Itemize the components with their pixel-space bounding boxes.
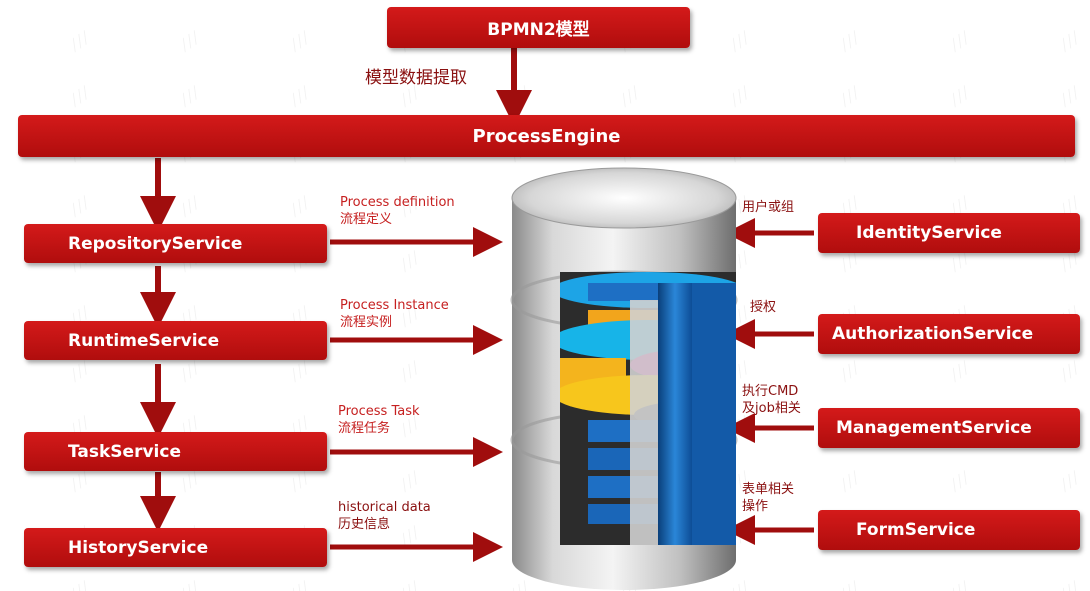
management-desc-1: 执行CMD — [742, 384, 799, 399]
database-cylinder-icon — [510, 167, 738, 590]
form-service-box: FormService — [818, 510, 1080, 550]
management-service-label: ManagementService — [836, 418, 1032, 438]
history-service-box: HistoryService — [24, 528, 327, 567]
identity-desc: 用户或组 — [742, 200, 795, 215]
bpmn2-model-label: BPMN2模型 — [487, 20, 590, 40]
task-service-box: TaskService — [24, 432, 327, 471]
repository-desc-cn: 流程定义 — [340, 212, 393, 227]
runtime-service-label: RuntimeService — [68, 330, 220, 351]
authorization-desc: 授权 — [750, 300, 777, 315]
process-engine-box: ProcessEngine — [18, 115, 1075, 157]
management-desc-2: 及job相关 — [742, 401, 801, 416]
runtime-service-box: RuntimeService — [24, 321, 327, 360]
form-service-label: FormService — [856, 520, 976, 540]
history-service-label: HistoryService — [68, 537, 209, 558]
history-desc-cn: 历史信息 — [338, 517, 391, 532]
repository-service-box: RepositoryService — [24, 224, 327, 263]
history-desc-en: historical data — [338, 500, 431, 515]
authorization-service-box: AuthorizationService — [818, 314, 1080, 354]
task-service-label: TaskService — [68, 441, 181, 462]
runtime-desc-cn: 流程实例 — [340, 315, 393, 330]
repository-desc-en: Process definition — [340, 195, 455, 210]
repository-service-label: RepositoryService — [68, 233, 243, 254]
runtime-desc-en: Process Instance — [340, 298, 449, 313]
identity-service-label: IdentityService — [856, 223, 1002, 243]
model-extract-label: 模型数据提取 — [365, 68, 467, 88]
management-service-box: ManagementService — [818, 408, 1080, 448]
form-desc-2: 操作 — [742, 499, 769, 514]
task-desc-cn: 流程任务 — [338, 421, 391, 436]
authorization-service-label: AuthorizationService — [832, 324, 1034, 344]
identity-service-box: IdentityService — [818, 213, 1080, 253]
bpmn2-model-box: BPMN2模型 — [387, 7, 690, 48]
form-desc-1: 表单相关 — [742, 482, 795, 497]
process-engine-label: ProcessEngine — [472, 125, 621, 147]
task-desc-en: Process Task — [338, 404, 420, 419]
